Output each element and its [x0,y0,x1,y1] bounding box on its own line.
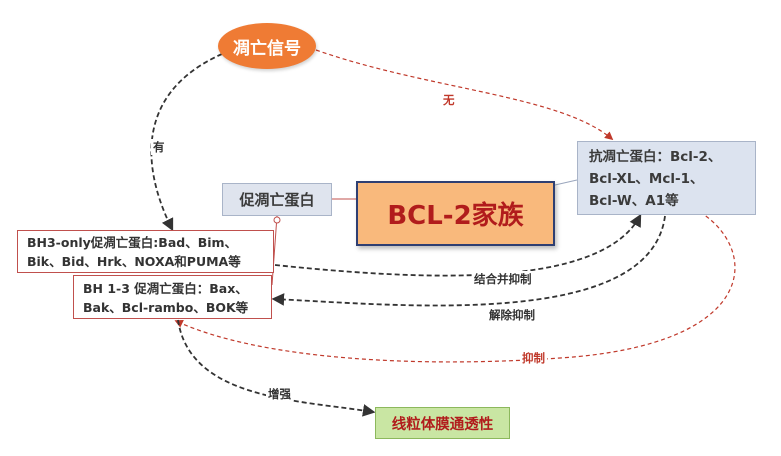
edge-yes [150,53,223,232]
apoptosis-signal-node: 凋亡信号 [218,23,316,69]
connector-pro-bh [271,215,278,286]
connector-dot [273,216,281,224]
bh3-only-line2: Bik、Bid、Hrk、NOXA和PUMA等 [27,254,241,269]
bcl2-family-label: BCL-2家族 [387,201,524,231]
mito-permeability-node: 线粒体膜通透性 [375,407,510,439]
anti-apoptotic-line3: Bcl-W、A1等 [589,193,679,209]
edge-none [315,49,614,141]
pro-apoptotic-node: 促凋亡蛋白 [222,183,332,216]
edge-bind-inhibit [274,213,642,277]
bh1-3-node: BH 1-3 促凋亡蛋白：Bax、 Bak、Bcl-rambo、BOK等 [73,275,272,319]
anti-apoptotic-node: 抗凋亡蛋白：Bcl-2、 Bcl-XL、Mcl-1、 Bcl-W、A1等 [577,141,756,215]
anti-apoptotic-line2: Bcl-XL、Mcl-1、 [589,171,704,187]
pro-apoptotic-label: 促凋亡蛋白 [239,191,315,209]
connector-bcl2-anti [554,179,578,186]
edge-enhance [177,319,376,417]
edge-inhibit [174,211,736,363]
apoptosis-signal-label: 凋亡信号 [233,38,301,59]
bh1-3-line2: Bak、Bcl-rambo、BOK等 [83,300,249,315]
bcl2-family-node: BCL-2家族 [356,181,555,246]
edge-label-bind-inhibit: 结合并抑制 [472,271,534,287]
edge-relieve-inhibit [271,215,666,307]
edge-label-none: 无 [441,92,457,108]
edge-label-enhance: 增强 [266,386,293,402]
bh3-only-node: BH3-only促凋亡蛋白:Bad、Bim、 Bik、Bid、Hrk、NOXA和… [17,230,274,273]
edge-label-relieve-inhibit: 解除抑制 [487,307,537,323]
edge-label-yes: 有 [151,139,167,155]
anti-apoptotic-line1: 抗凋亡蛋白：Bcl-2、 [589,149,722,165]
mito-permeability-label: 线粒体膜通透性 [391,416,494,433]
edge-label-inhibit: 抑制 [520,350,547,366]
bh3-only-line1: BH3-only促凋亡蛋白:Bad、Bim、 [27,235,238,250]
bh1-3-line1: BH 1-3 促凋亡蛋白：Bax、 [83,281,248,296]
